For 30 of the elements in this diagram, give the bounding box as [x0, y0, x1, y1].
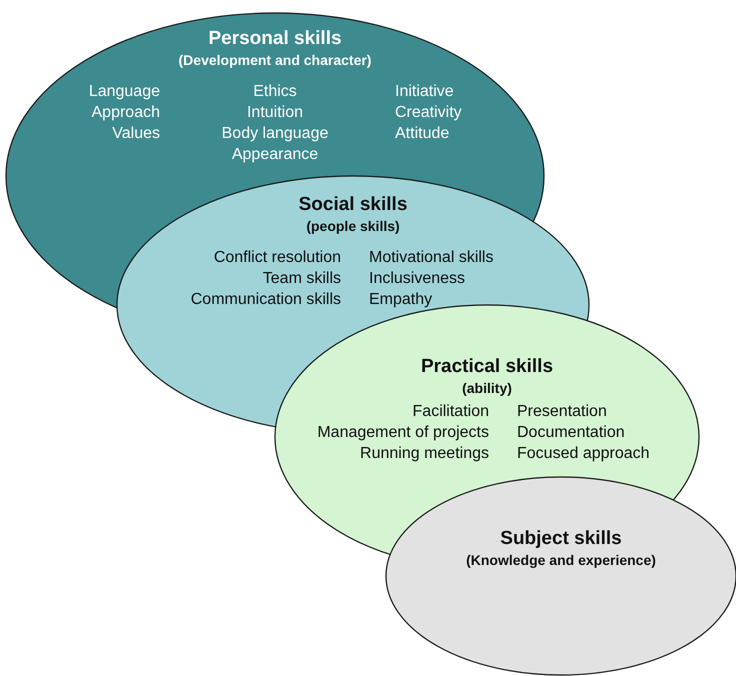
skill-item: Conflict resolution: [214, 248, 341, 268]
skill-item: Presentation: [517, 402, 607, 422]
skill-item: Attitude: [395, 124, 450, 144]
skill-item: Motivational skills: [369, 248, 494, 268]
skill-item: Language: [88, 82, 160, 102]
skill-item: Approach: [92, 103, 160, 123]
skill-group-subtitle: (people skills): [306, 218, 400, 235]
skill-group-title: Subject skills: [500, 528, 622, 550]
skill-item: Intuition: [246, 103, 304, 123]
skill-item: Values: [112, 124, 160, 144]
skill-item: Body language: [222, 124, 328, 144]
skill-item: Ethics: [253, 82, 297, 102]
skill-item: Facilitation: [412, 402, 489, 422]
skill-item: Focused approach: [517, 444, 650, 464]
skill-item: Appearance: [232, 145, 318, 165]
skill-item: Team skills: [262, 269, 341, 289]
skill-group-title: Social skills: [298, 194, 408, 216]
skill-item: Empathy: [369, 290, 432, 310]
skill-item: Communication skills: [190, 290, 341, 310]
skill-group-subtitle: (Knowledge and experience): [466, 552, 656, 569]
skill-item: Running meetings: [360, 444, 489, 464]
skill-group-title: Practical skills: [420, 356, 554, 378]
skill-item: Documentation: [517, 423, 625, 443]
skill-group-title: Personal skills: [208, 28, 342, 50]
skill-item: Initiative: [395, 82, 454, 102]
skill-item: Creativity: [395, 103, 462, 123]
skill-group-subtitle: (Development and character): [178, 52, 372, 69]
skill-group-subtitle: (ability): [462, 380, 512, 397]
skill-item: Management of projects: [317, 423, 489, 443]
skill-item: Inclusiveness: [369, 269, 466, 289]
